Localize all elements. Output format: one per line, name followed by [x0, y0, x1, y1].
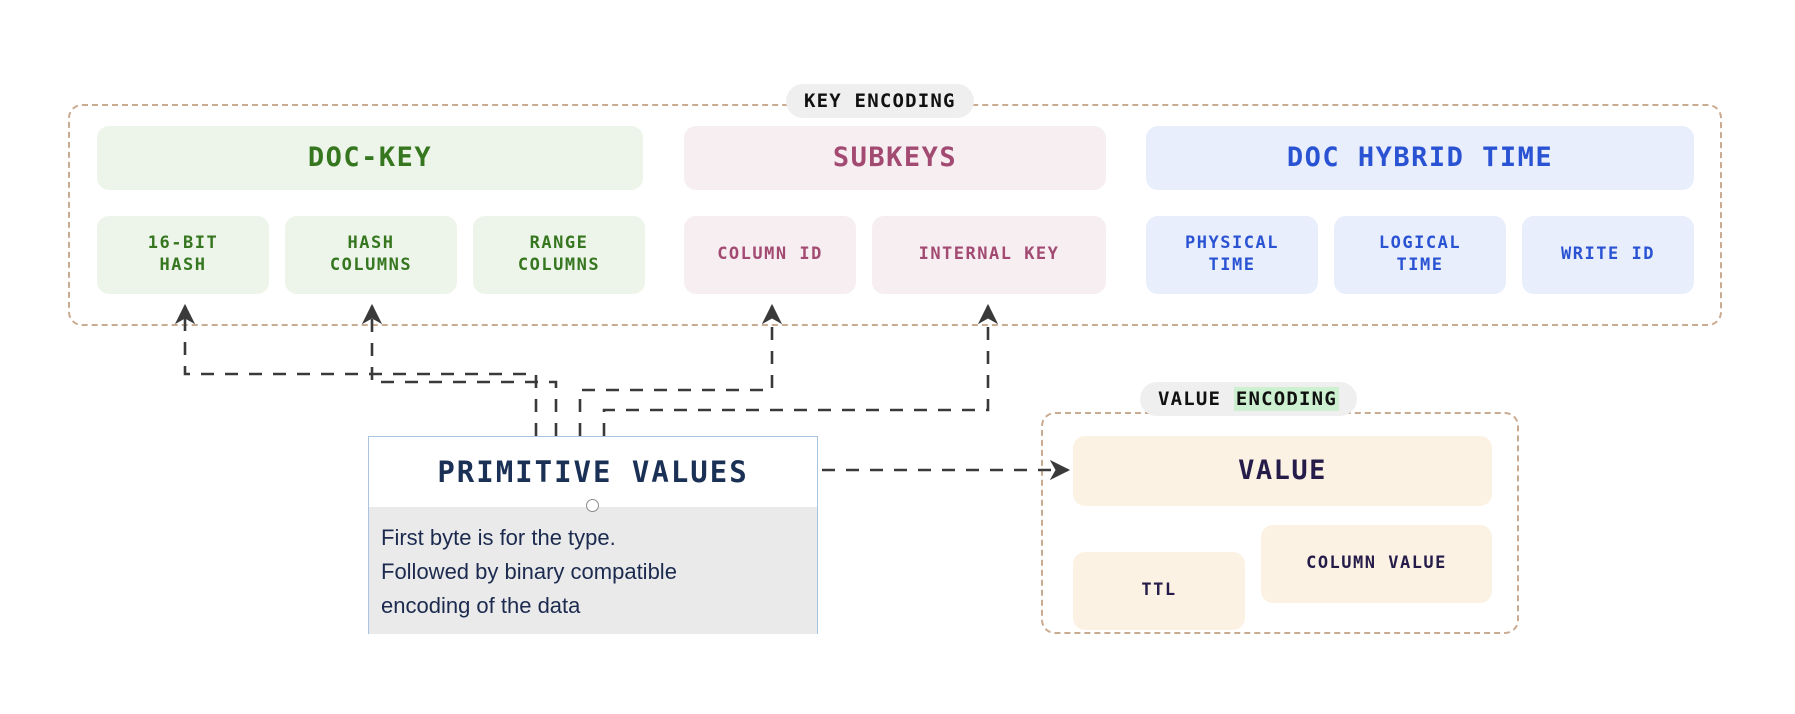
card-hash-columns[interactable]: HASH COLUMNS [285, 216, 457, 294]
value-encoding-label: VALUE ENCODING [1140, 382, 1357, 416]
card-16-bit-hash[interactable]: 16-BIT HASH [97, 216, 269, 294]
card-ttl[interactable]: TTL [1073, 552, 1245, 630]
primitive-values-note[interactable]: PRIMITIVE VALUES First byte is for the t… [368, 436, 818, 634]
card-physical-time[interactable]: PHYSICAL TIME [1146, 216, 1318, 294]
card-value[interactable]: VALUE [1073, 436, 1492, 506]
key-encoding-label: KEY ENCODING [786, 84, 974, 118]
card-subkeys[interactable]: SUBKEYS [684, 126, 1106, 190]
value-encoding-label-highlight: ENCODING [1233, 387, 1339, 411]
collapse-handle-icon[interactable] [586, 499, 599, 512]
card-column-id[interactable]: COLUMN ID [684, 216, 856, 294]
primitive-values-body-text: First byte is for the type. Followed by … [369, 507, 817, 634]
primitive-values-title: PRIMITIVE VALUES [437, 455, 749, 489]
card-doc-hybrid-time[interactable]: DOC HYBRID TIME [1146, 126, 1694, 190]
card-column-value[interactable]: COLUMN VALUE [1261, 525, 1492, 603]
card-write-id[interactable]: WRITE ID [1522, 216, 1694, 294]
card-doc-key[interactable]: DOC-KEY [97, 126, 643, 190]
card-logical-time[interactable]: LOGICAL TIME [1334, 216, 1506, 294]
card-range-columns[interactable]: RANGE COLUMNS [473, 216, 645, 294]
value-encoding-label-prefix: VALUE [1158, 388, 1234, 410]
card-internal-key[interactable]: INTERNAL KEY [872, 216, 1106, 294]
